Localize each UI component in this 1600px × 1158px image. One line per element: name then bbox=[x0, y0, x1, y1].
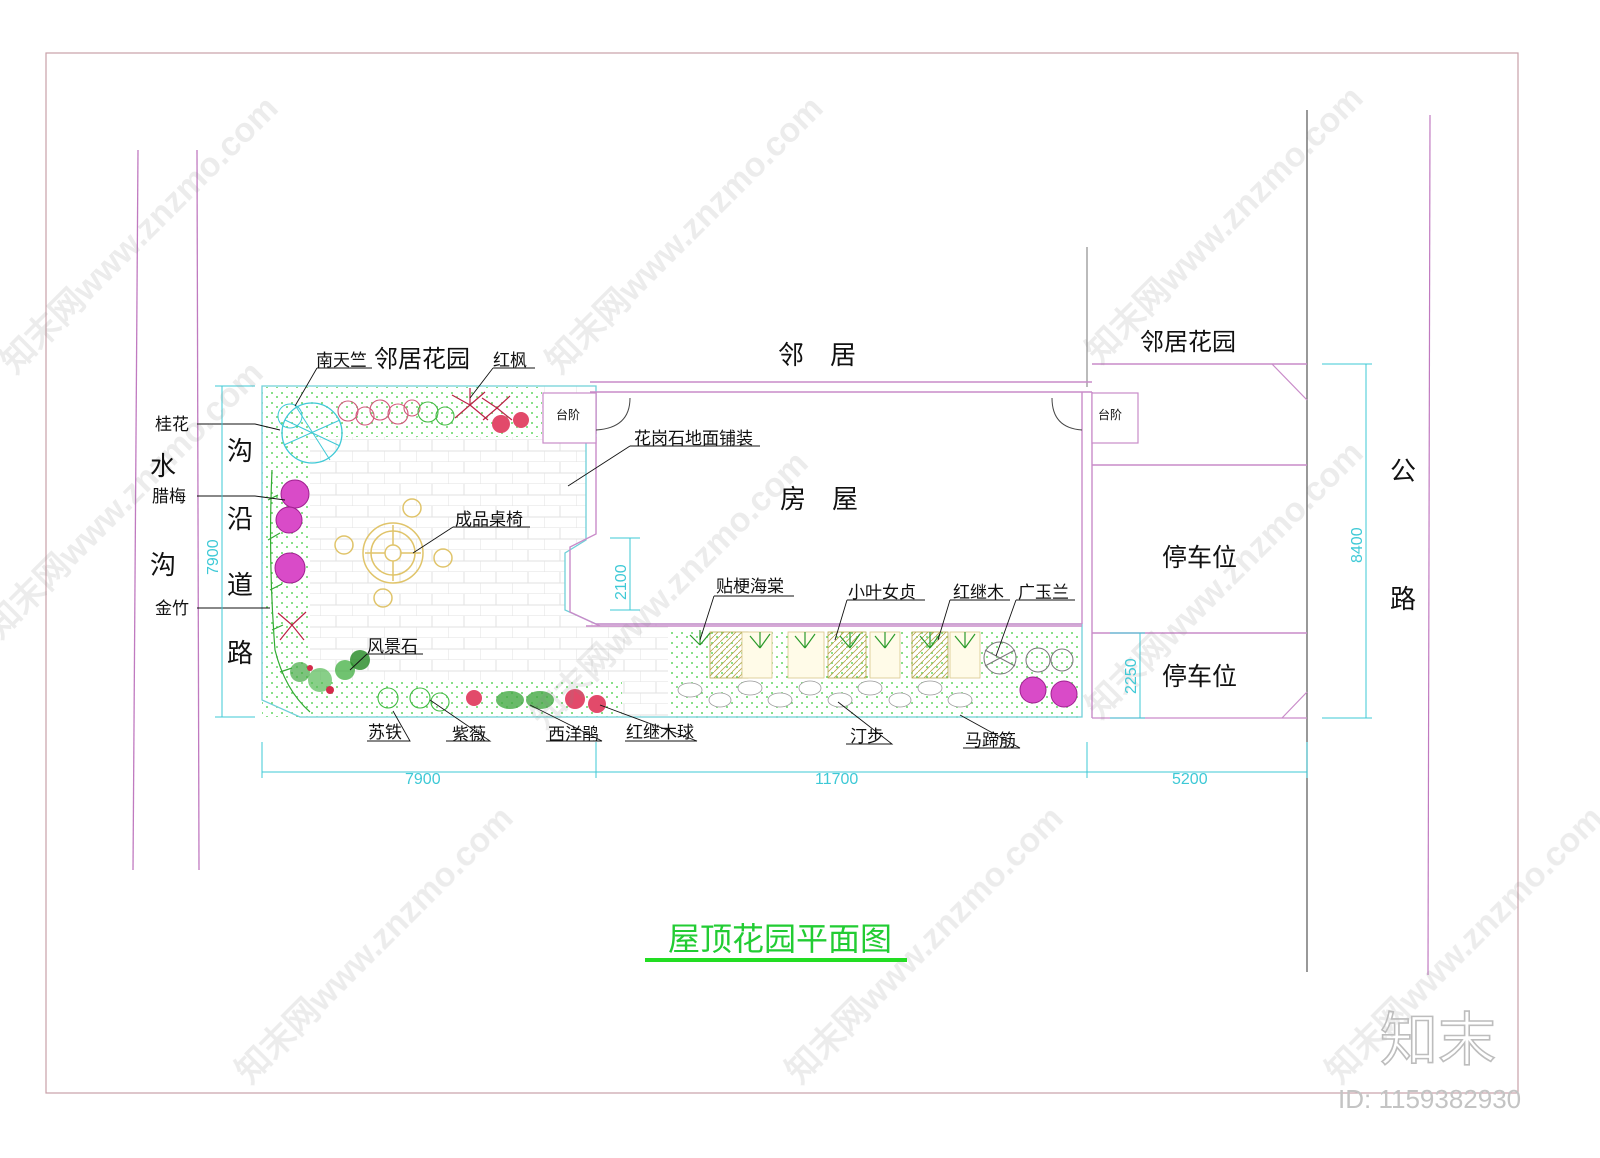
label-water-1: 水 bbox=[150, 452, 176, 482]
label-cycad: 苏铁 bbox=[368, 723, 402, 743]
red-ball-top-2 bbox=[513, 412, 529, 428]
shrub-green-top bbox=[417, 401, 455, 426]
plant-nandina-symbol bbox=[277, 402, 343, 464]
parking-edge-bottom bbox=[1281, 691, 1308, 719]
label-nandina: 南天竺 bbox=[316, 351, 367, 371]
label-red-maple: 红枫 bbox=[493, 351, 527, 371]
leader-lines bbox=[197, 367, 1075, 749]
label-neighbor-garden-right: 邻居花园 bbox=[1140, 328, 1236, 356]
magenta-shrub-1 bbox=[1019, 676, 1047, 704]
magenta-shrub-2 bbox=[1050, 680, 1078, 708]
labels: 邻 居 邻居花园 邻居花园 房 屋 停车位 停车位 台阶 台阶 沟 沿 道 路 … bbox=[150, 328, 1416, 751]
lawn-left bbox=[262, 387, 310, 712]
drawing-title: 屋顶花园平面图 bbox=[668, 920, 892, 958]
watermark-7: 知末网www.znzmo.com bbox=[229, 799, 521, 1091]
step-left bbox=[542, 392, 597, 444]
wintersweet-3 bbox=[274, 552, 306, 584]
plant-magnolia-symbol bbox=[983, 641, 1074, 675]
label-privet: 小叶女贞 bbox=[848, 583, 916, 603]
label-flowering-quince: 贴梗海棠 bbox=[716, 577, 784, 597]
door-right bbox=[1051, 397, 1083, 431]
bamboo-line bbox=[267, 469, 311, 713]
parking-edge-top bbox=[1271, 363, 1308, 401]
label-house: 房 屋 bbox=[780, 485, 858, 515]
dim-7900-bottom: 7900 bbox=[405, 771, 441, 788]
label-wintersweet: 腊梅 bbox=[152, 487, 186, 507]
granite-paving bbox=[262, 386, 668, 717]
title-underline bbox=[645, 958, 907, 962]
dim-2100: 2100 bbox=[613, 564, 630, 600]
dimension-lines bbox=[215, 363, 1372, 778]
stepping-stones bbox=[677, 680, 973, 708]
left-road-line-2 bbox=[196, 149, 200, 871]
label-water-2: 沟 bbox=[150, 551, 176, 581]
house-inner-notch bbox=[569, 437, 601, 627]
watermark-1: 知末网www.znzmo.com bbox=[0, 89, 286, 381]
label-scenic-stone: 风景石 bbox=[367, 637, 418, 657]
label-road-left-2: 沿 bbox=[227, 505, 253, 535]
red-ball-bottom-2 bbox=[565, 689, 585, 709]
label-parking-2: 停车位 bbox=[1162, 662, 1237, 691]
shrub-row-top bbox=[337, 399, 421, 426]
label-road-right-1: 公 bbox=[1390, 457, 1416, 487]
label-golden-bamboo: 金竹 bbox=[155, 599, 189, 619]
door-left bbox=[595, 397, 631, 431]
label-grass: 马蹄筋 bbox=[965, 731, 1016, 751]
plant-red-maple-symbol bbox=[451, 388, 513, 421]
watermark-2: 知末网www.znzmo.com bbox=[539, 89, 831, 381]
label-table-chairs: 成品桌椅 bbox=[455, 510, 523, 530]
label-osmanthus: 桂花 bbox=[155, 415, 189, 435]
step-right bbox=[1091, 392, 1139, 444]
brand-logo: 知末 bbox=[1380, 1006, 1496, 1074]
drawing-frame bbox=[45, 52, 1519, 1094]
label-granite: 花岗石地面铺装 bbox=[634, 429, 753, 449]
label-neighbor-garden-left: 邻居花园 bbox=[374, 345, 470, 373]
red-ball-bottom-1 bbox=[466, 690, 482, 706]
label-road-right-2: 路 bbox=[1390, 585, 1416, 615]
right-road-line-2 bbox=[1427, 114, 1431, 976]
label-stepping-stone: 汀步 bbox=[850, 727, 884, 747]
label-azalea: 西洋鹃 bbox=[548, 725, 599, 745]
quince-privet-bed bbox=[689, 630, 981, 679]
watermark-3: 知末网www.znzmo.com bbox=[1079, 79, 1371, 371]
left-road-line-1 bbox=[132, 149, 139, 871]
label-road-left-3: 道 bbox=[227, 571, 253, 601]
wintersweet-2 bbox=[275, 506, 303, 534]
label-neighbor: 邻 居 bbox=[778, 341, 856, 371]
azalea-row bbox=[496, 691, 554, 709]
label-road-left-1: 沟 bbox=[227, 437, 253, 467]
label-step-left: 台阶 bbox=[556, 407, 580, 422]
dim-7900-left: 7900 bbox=[205, 539, 222, 575]
label-magnolia: 广玉兰 bbox=[1018, 583, 1069, 603]
scenic-stone-cluster bbox=[290, 650, 370, 694]
asset-id: ID: 1159382930 bbox=[1338, 1084, 1521, 1114]
dim-8400: 8400 bbox=[1349, 527, 1366, 563]
label-parking-1: 停车位 bbox=[1162, 543, 1237, 572]
red-ball-top-1 bbox=[492, 415, 510, 433]
shrub-green-bottom bbox=[377, 687, 450, 712]
label-loropetalum-ball: 红继木球 bbox=[626, 723, 694, 743]
dim-5200: 5200 bbox=[1172, 771, 1208, 788]
label-loropetalum: 红继木 bbox=[953, 583, 1004, 603]
dim-11700: 11700 bbox=[815, 771, 858, 788]
wintersweet-1 bbox=[280, 479, 310, 509]
label-step-right: 台阶 bbox=[1098, 407, 1122, 422]
red-ball-bottom-3 bbox=[588, 695, 606, 713]
label-road-left-4: 路 bbox=[227, 639, 253, 669]
table-chairs-symbol bbox=[334, 498, 453, 608]
dim-2250: 2250 bbox=[1123, 658, 1140, 694]
dimension-texts: 7900 11700 5200 7900 8400 2100 2250 bbox=[205, 527, 1366, 788]
red-maple-left bbox=[277, 611, 307, 641]
label-crape-myrtle: 紫薇 bbox=[452, 725, 486, 745]
